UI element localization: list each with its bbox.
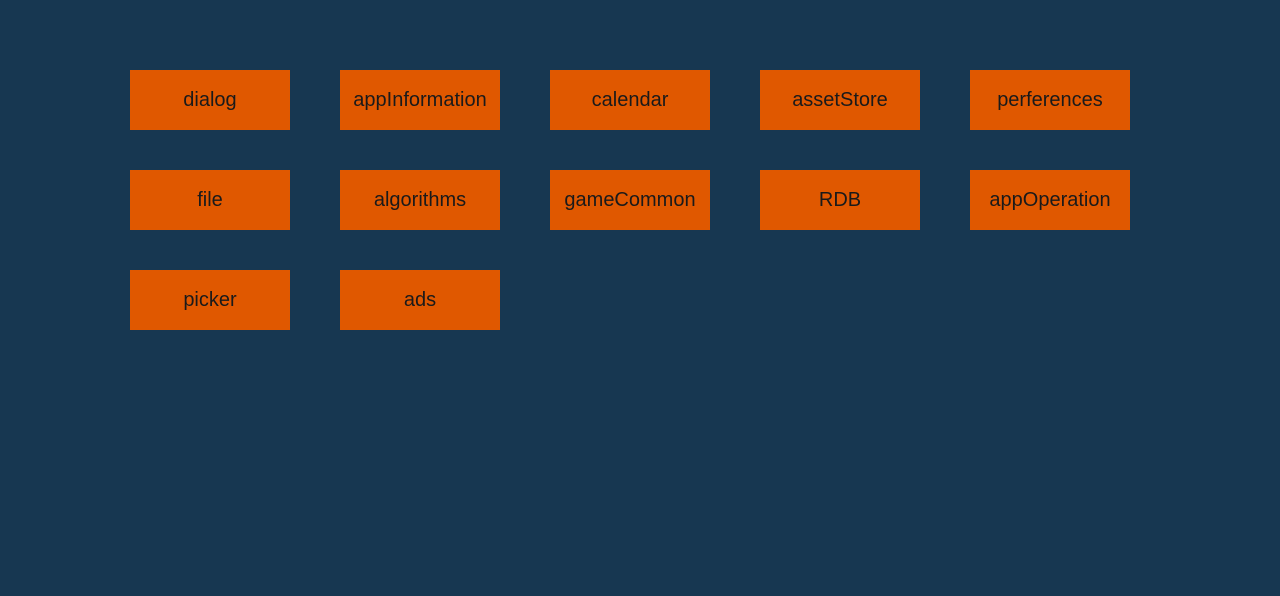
app-information-button[interactable]: appInformation	[340, 70, 500, 130]
game-common-button[interactable]: gameCommon	[550, 170, 710, 230]
button-grid: dialog appInformation calendar assetStor…	[130, 70, 1130, 330]
app-operation-button[interactable]: appOperation	[970, 170, 1130, 230]
ads-button[interactable]: ads	[340, 270, 500, 330]
preferences-button[interactable]: perferences	[970, 70, 1130, 130]
calendar-button[interactable]: calendar	[550, 70, 710, 130]
file-button[interactable]: file	[130, 170, 290, 230]
rdb-button[interactable]: RDB	[760, 170, 920, 230]
asset-store-button[interactable]: assetStore	[760, 70, 920, 130]
picker-button[interactable]: picker	[130, 270, 290, 330]
dialog-button[interactable]: dialog	[130, 70, 290, 130]
algorithms-button[interactable]: algorithms	[340, 170, 500, 230]
